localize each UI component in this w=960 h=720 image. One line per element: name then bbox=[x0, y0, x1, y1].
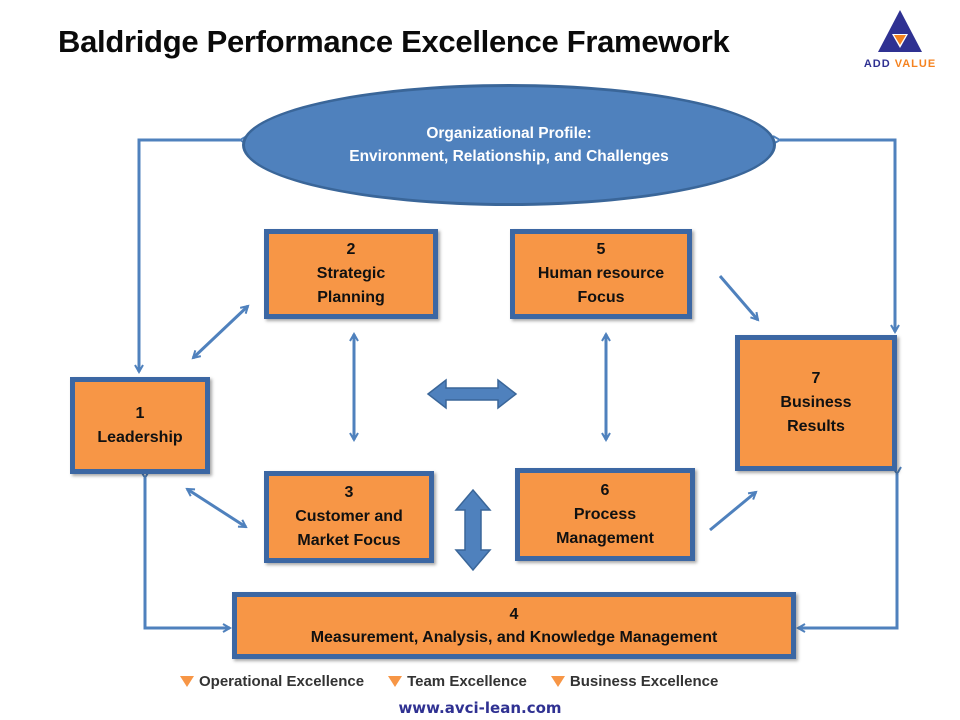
logo: ADD VALUE bbox=[850, 8, 950, 72]
box-label-2: Results bbox=[787, 418, 845, 435]
box-strategic-planning: 2 Strategic Planning bbox=[264, 229, 438, 319]
page-title: Baldridge Performance Excellence Framewo… bbox=[58, 24, 730, 59]
arrow-profile-to-leadership bbox=[139, 140, 240, 372]
organizational-profile: Organizational Profile: Environment, Rel… bbox=[242, 84, 776, 206]
legend-item: Team Excellence bbox=[388, 673, 527, 690]
box-number: 1 bbox=[135, 404, 145, 422]
box-label: Process bbox=[573, 505, 637, 523]
arrow-leadership-strategic bbox=[193, 306, 248, 358]
arrow-leadership-customer bbox=[187, 487, 246, 529]
legend: Operational Excellence Team Excellence B… bbox=[180, 673, 718, 690]
box-label-2: Management bbox=[556, 529, 654, 547]
box-measurement-analysis: 4 Measurement, Analysis, and Knowledge M… bbox=[232, 592, 796, 659]
box-number: 7 bbox=[811, 370, 821, 387]
box-leadership: 1 Leadership bbox=[70, 377, 210, 474]
profile-line2: Environment, Relationship, and Challenge… bbox=[349, 148, 669, 165]
box-label: Strategic bbox=[316, 265, 386, 282]
footer-url[interactable]: www.avci-lean.com bbox=[398, 699, 562, 717]
orange-triangle-icon bbox=[388, 676, 403, 687]
box-number: 3 bbox=[344, 484, 354, 501]
box-label: Measurement, Analysis, and Knowledge Man… bbox=[310, 628, 718, 646]
box-process-management: 6 Process Management bbox=[515, 468, 695, 561]
box-label: Customer and bbox=[295, 508, 403, 525]
box-number: 5 bbox=[596, 241, 606, 258]
block-arrow-horizontal bbox=[426, 378, 518, 410]
box-label: Human resource bbox=[537, 265, 665, 282]
box-label-2: Focus bbox=[577, 289, 625, 306]
arrow-results-to-measurement bbox=[798, 474, 897, 628]
arrow-leadership-to-measurement bbox=[145, 478, 230, 628]
legend-item: Operational Excellence bbox=[180, 673, 364, 690]
orange-triangle-icon bbox=[180, 676, 194, 687]
block-arrow-vertical bbox=[454, 488, 492, 572]
legend-label: Business Excellence bbox=[569, 673, 719, 690]
logo-text: ADD VALUE bbox=[850, 58, 950, 70]
arrow-profile-to-results bbox=[780, 140, 895, 332]
box-label-2: Market Focus bbox=[297, 532, 401, 549]
box-number: 4 bbox=[509, 605, 519, 623]
box-number: 2 bbox=[346, 241, 356, 258]
legend-label: Team Excellence bbox=[407, 673, 527, 690]
profile-line1: Organizational Profile: bbox=[426, 125, 592, 142]
box-human-resource-focus: 5 Human resource Focus bbox=[510, 229, 692, 319]
box-label: Business bbox=[780, 394, 852, 411]
box-business-results: 7 Business Results bbox=[735, 335, 897, 471]
logo-text-value: VALUE bbox=[894, 58, 937, 70]
legend-label: Operational Excellence bbox=[199, 673, 365, 690]
triangle-logo-icon bbox=[878, 10, 922, 52]
orange-triangle-icon bbox=[550, 676, 565, 687]
box-number: 6 bbox=[600, 481, 610, 499]
arrow-hr-results bbox=[718, 275, 758, 320]
box-label: Leadership bbox=[97, 428, 183, 446]
box-label-2: Planning bbox=[317, 289, 385, 306]
legend-item: Business Excellence bbox=[550, 673, 719, 690]
logo-text-add: ADD bbox=[863, 58, 895, 70]
arrow-process-results bbox=[709, 492, 756, 532]
box-customer-market-focus: 3 Customer and Market Focus bbox=[264, 471, 434, 563]
